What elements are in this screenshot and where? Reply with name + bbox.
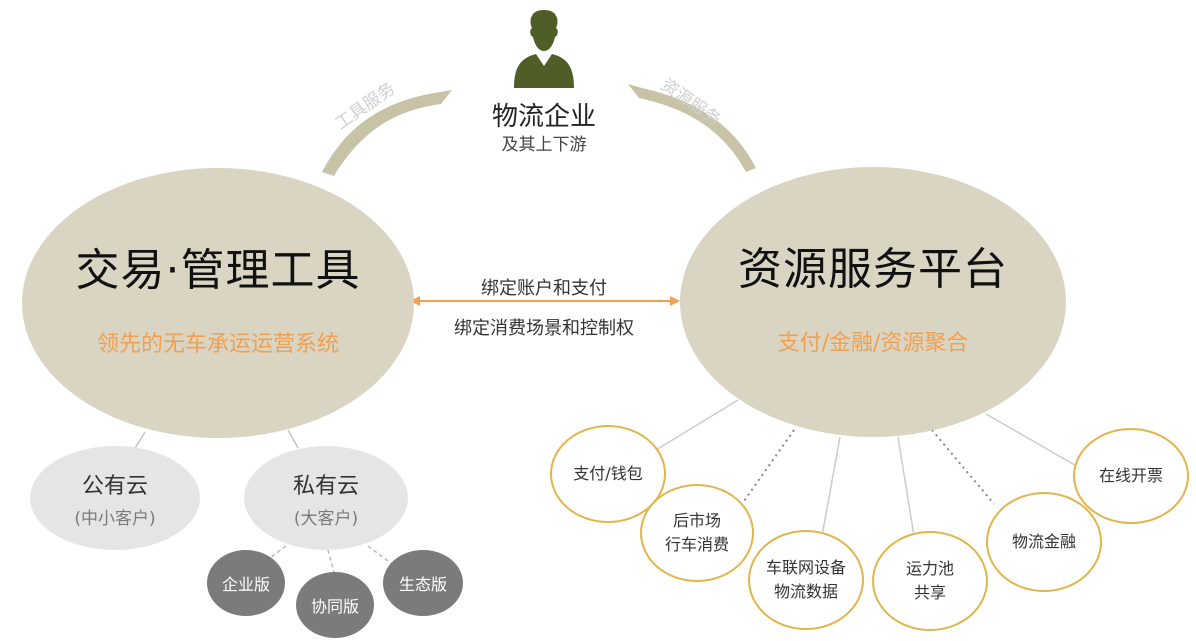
iov-data-node: 车联网设备 物流数据 [748,530,864,630]
connector-collab [327,549,335,573]
top-node-title: 物流企业 [491,102,596,132]
enterprise-edition-node: 企业版 [207,550,285,616]
private-cloud-title: 私有云 [292,473,359,499]
online-invoice-node: 在线开票 [1073,428,1189,524]
bridge-label-consumption: 绑定消费场景和控制权 [454,318,634,339]
bridge-label-account: 绑定账户和支付 [481,278,607,299]
trading-tools-node: 交易·管理工具 领先的无车承运运营系统 [22,168,414,438]
resource-service-arrow [628,84,756,172]
connector-capacity [897,436,915,537]
connector-finance [931,429,995,505]
connector-private-cloud [287,429,299,449]
person-icon [514,10,574,88]
public-cloud-title: 公有云 [81,473,148,499]
resource-platform-subtitle: 支付/金融/资源聚合 [777,331,969,356]
tool-service-arrow [322,90,452,176]
connector-iov [821,436,841,537]
logistics-finance-node: 物流金融 [986,492,1102,592]
collaboration-edition-node: 协同版 [296,572,374,638]
public-cloud-node: 公有云 (中小客户) [30,446,200,550]
capacity-pool-node: 运力池 共享 [872,531,988,631]
trading-tools-title: 交易·管理工具 [75,245,361,296]
resource-platform-title: 资源服务平台 [738,244,1008,295]
public-cloud-subtitle: (中小客户) [74,508,156,529]
connector-aftermarket [741,429,795,505]
connector-invoice [985,413,1081,469]
connector-pay [655,399,739,451]
trading-tools-subtitle: 领先的无车承运运营系统 [96,332,339,357]
private-cloud-node: 私有云 (大客户) [244,446,408,550]
payment-wallet-node: 支付/钱包 [550,425,666,523]
private-cloud-subtitle: (大客户) [293,508,359,529]
resource-platform-node: 资源服务平台 支付/金融/资源聚合 [680,167,1066,437]
aftermarket-node: 后市场 行车消费 [640,484,754,582]
ecosystem-edition-node: 生态版 [383,550,463,616]
top-node-subtitle: 及其上下游 [501,135,587,155]
connector-eco [367,545,393,565]
